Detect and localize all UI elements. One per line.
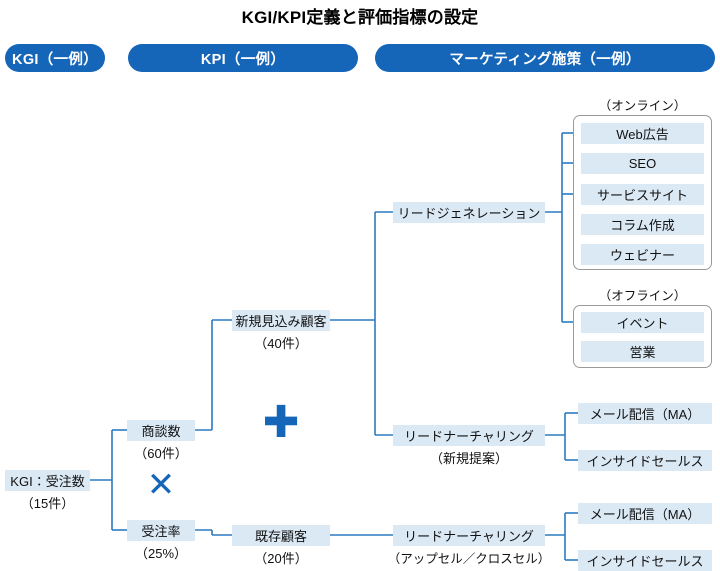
group-frame-online	[573, 115, 712, 270]
page-title: KGI/KPI定義と評価指標の設定	[241, 8, 479, 27]
driver-node-jucyuritsu: 受注率	[127, 520, 195, 541]
kpi-node-existing-customers: 既存顧客	[232, 525, 330, 546]
header-pill-kgi: KGI（一例）	[5, 44, 105, 72]
driver-value-shodansu: （60件）	[134, 446, 188, 461]
tactic-node-mail-ma-new: メール配信（MA）	[578, 403, 712, 424]
kpi-value-existing-customers: （20件）	[254, 551, 308, 566]
driver-node-shodansu: 商談数	[127, 420, 195, 441]
tactic-node-inside-sales-new: インサイドセールス	[578, 450, 712, 471]
kpi-value-new-prospects: （40件）	[254, 336, 308, 351]
tactic-node-sales: 営業	[581, 341, 704, 362]
kpi-node-new-prospects: 新規見込み顧客	[232, 310, 330, 331]
kgi-node: KGI：受注数	[5, 470, 90, 491]
tactic-node-mail-ma-existing: メール配信（MA）	[578, 503, 712, 524]
tactic-node-column: コラム作成	[581, 214, 704, 235]
measure-node-lead-nurturing-new: リードナーチャリング	[393, 425, 545, 446]
group-label-online: （オンライン）	[598, 99, 687, 113]
tactic-node-webinar: ウェビナー	[581, 244, 704, 265]
measure-node-lead-generation: リードジェネレーション	[393, 202, 545, 223]
tactic-node-service-site: サービスサイト	[581, 184, 704, 205]
tactic-node-event: イベント	[581, 312, 704, 333]
header-pill-marketing: マーケティング施策（一例）	[375, 44, 715, 72]
measure-value-lead-nurturing-new: （新規提案）	[429, 451, 508, 466]
group-frame-offline	[573, 305, 712, 368]
plus-operator-icon: ✚	[262, 398, 300, 447]
tactic-node-web-ads: Web広告	[581, 123, 704, 144]
kgi-value: （15件）	[20, 496, 75, 511]
driver-value-jucyuritsu: （25%）	[134, 546, 188, 561]
group-label-offline: （オフライン）	[598, 289, 687, 303]
header-pill-kpi: KPI（一例）	[128, 44, 358, 72]
tactic-node-inside-sales-existing: インサイドセールス	[578, 550, 712, 571]
measure-node-lead-nurturing-existing: リードナーチャリング	[393, 525, 545, 546]
measure-value-lead-nurturing-existing: （アップセル／クロスセル）	[387, 552, 551, 566]
tactic-node-seo: SEO	[581, 153, 704, 174]
multiply-operator-icon: ✕	[146, 466, 176, 504]
